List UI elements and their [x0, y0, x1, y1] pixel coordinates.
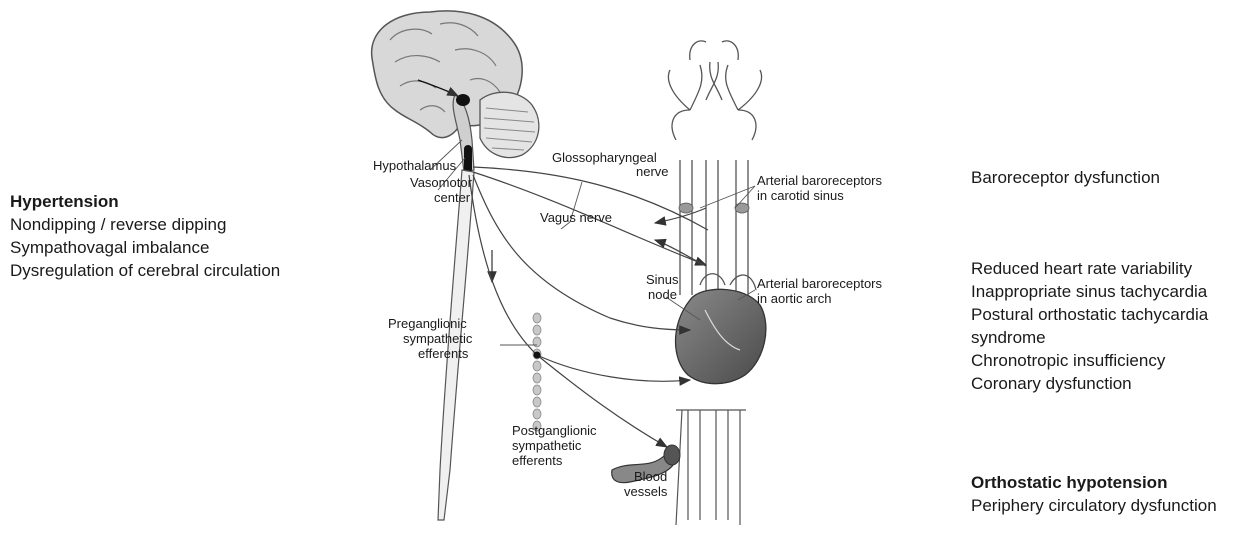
preganglionic-label-line3: efferents [418, 346, 469, 361]
aortic-baroreceptor-label-line1: Arterial baroreceptors [757, 276, 882, 291]
postganglionic-label-line1: Postganglionic [512, 423, 597, 438]
heart-illustration [676, 274, 766, 384]
postganglionic-label-line2: sympathetic [512, 438, 582, 453]
blood-vessels-label-line2: vessels [624, 484, 668, 499]
aortic-baroreceptor-label-line2: in aortic arch [757, 291, 831, 306]
nerve-pathways [469, 167, 708, 447]
carotid-baroreceptor-label-line1: Arterial baroreceptors [757, 173, 882, 188]
vasomotor-label-line2: center [434, 190, 471, 205]
lower-body-vessels-illustration [676, 410, 746, 525]
ganglion-node [534, 352, 541, 359]
sinus-node-label-line2: node [648, 287, 677, 302]
sympathetic-chain-illustration [533, 313, 541, 431]
vagus-nerve-label: Vagus nerve [540, 210, 612, 225]
carotid-arteries-illustration [668, 41, 761, 295]
vasomotor-label-line1: Vasomotor [410, 175, 473, 190]
carotid-baroreceptor-label-line2: in carotid sinus [757, 188, 844, 203]
postganglionic-to-heart-path [537, 355, 690, 381]
postganglionic-label-line3: efferents [512, 453, 563, 468]
vagus-to-heart-path [473, 175, 690, 330]
brain-illustration [372, 11, 539, 173]
glossopharyngeal-label-line1: Glossopharyngeal [552, 150, 657, 165]
hypothalamus-label: Hypothalamus [373, 158, 457, 173]
glossopharyngeal-label-line2: nerve [636, 164, 669, 179]
blood-vessels-label-line1: Blood [634, 469, 667, 484]
preganglionic-label-line1: Preganglionic [388, 316, 467, 331]
sinus-node-label-line1: Sinus [646, 272, 679, 287]
preganglionic-label-line2: sympathetic [403, 331, 473, 346]
